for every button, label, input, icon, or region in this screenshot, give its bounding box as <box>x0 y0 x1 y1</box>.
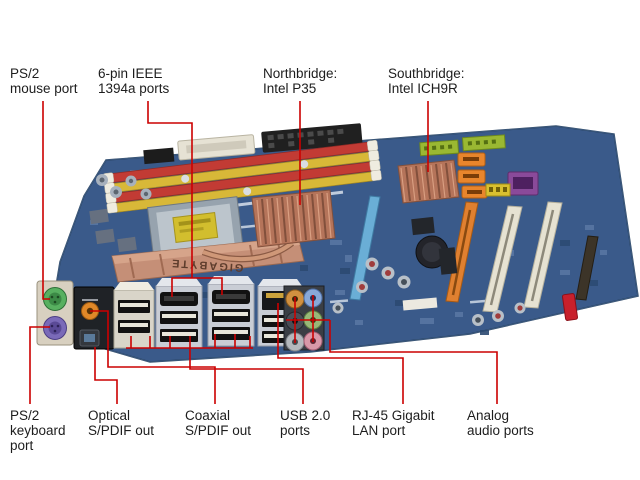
line-audio <box>329 320 498 404</box>
front-panel-headers <box>485 171 539 197</box>
line-rj45 <box>277 303 404 404</box>
expansion-slots <box>349 195 599 321</box>
label-rj45-lan-port: RJ-45 Gigabit LAN port <box>352 408 435 438</box>
line-audio-grid <box>286 295 330 343</box>
label-southbridge: Southbridge: Intel ICH9R <box>388 66 465 96</box>
ps2-keyboard-port <box>43 316 67 340</box>
line-ps2-keyboard <box>29 326 50 404</box>
rear-io-panel <box>36 276 325 352</box>
line-1394a-bracket <box>171 277 223 297</box>
usb-tower-1 <box>113 282 155 349</box>
optical-spdif-port <box>79 329 100 347</box>
line-ps2-mouse <box>42 101 50 300</box>
callout-lines <box>29 101 498 404</box>
label-usb-ports: USB 2.0 ports <box>280 408 331 438</box>
label-coaxial-spdif-out: Coaxial S/PDIF out <box>185 408 252 438</box>
line-usb-ticks <box>130 334 251 348</box>
line-coaxial-spdif <box>90 310 216 404</box>
ram-slots <box>102 140 382 217</box>
misc-components <box>89 174 526 330</box>
label-northbridge: Northbridge: Intel P35 <box>263 66 338 96</box>
top-edge-connectors <box>143 123 363 165</box>
sata-ports <box>457 152 488 199</box>
cpu-socket <box>146 196 244 260</box>
northbridge-heatsink <box>201 189 336 263</box>
line-1394a <box>147 101 193 278</box>
southbridge-heatsink <box>397 159 460 204</box>
label-ps2-keyboard-port: PS/2 keyboard port <box>10 408 66 453</box>
ps2-mouse-port <box>43 287 67 311</box>
analog-audio-ports <box>283 285 325 352</box>
line-usb <box>189 348 304 404</box>
label-ps2-mouse-port: PS/2 mouse port <box>10 66 78 96</box>
label-optical-spdif-out: Optical S/PDIF out <box>88 408 155 438</box>
line-optical-spdif <box>94 347 118 404</box>
label-ieee-1394a-ports: 6-pin IEEE 1394a ports <box>98 66 170 96</box>
label-analog-audio-ports: Analog audio ports <box>467 408 534 438</box>
firewire-usb-tower-2 <box>155 278 203 349</box>
edge-connector-green <box>419 134 506 157</box>
